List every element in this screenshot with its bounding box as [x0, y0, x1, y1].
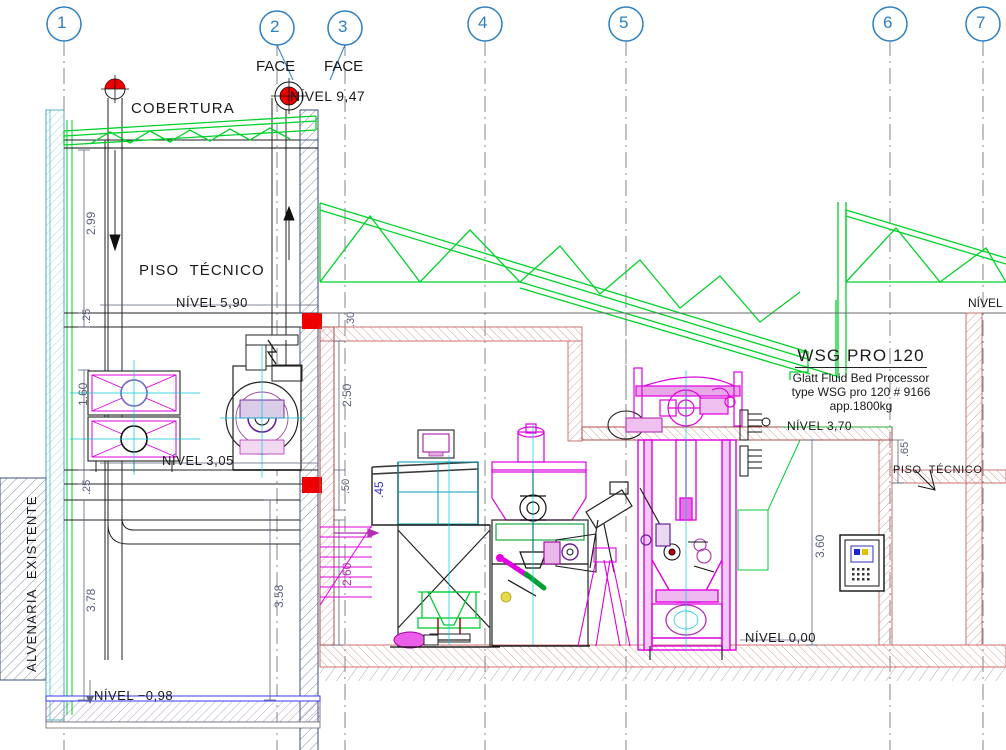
pipe-elbow: [107, 500, 300, 545]
lifter-tripod: [577, 547, 631, 647]
discharge-pump: [393, 631, 470, 649]
sloped-roof-truss: [319, 202, 837, 380]
level-label: NÍVEL: [968, 296, 1003, 310]
cobertura-roof-truss: [63, 115, 317, 146]
level-label: NÍVEL 0,00: [745, 630, 817, 645]
level-label: NÍVEL 9,47: [290, 88, 366, 104]
dimension-label: .25: [81, 308, 93, 324]
wsg-processor-upper: [633, 367, 743, 427]
dimension-label: 1.60: [76, 382, 90, 406]
dimension-label: 3.78: [84, 588, 98, 612]
blower-unit: [225, 334, 302, 471]
masonry-label: ALVENARIA EXISTENTE: [24, 495, 39, 672]
grid-bubble-label[interactable]: 7: [976, 13, 986, 32]
hopper-frame: [397, 524, 491, 648]
level-label: NÍVEL −0,98: [94, 688, 174, 703]
foundation-left: [45, 695, 321, 729]
dimension-label: .65: [899, 441, 911, 457]
grid-bubble-label[interactable]: 4: [478, 13, 488, 32]
platform-deck: [397, 461, 479, 525]
column-lifter: [585, 481, 633, 573]
dimension-label: 2.50: [340, 383, 354, 407]
level-mark-top-2: [271, 78, 307, 114]
level-leader-arrows: [86, 696, 94, 704]
equipment-center-axes: [70, 360, 200, 475]
room-label-piso-tecnico-right: PISO TÉCNICO: [893, 464, 983, 476]
equipment-note-title: WSG PRO 120: [795, 346, 927, 368]
dimension-label: 3.58: [272, 584, 286, 608]
grid2-wall: [299, 109, 319, 750]
blower-duct: [271, 340, 303, 382]
room-label-piso-tecnico: PISO TÉCNICO: [139, 262, 265, 279]
platform-railing: [371, 461, 479, 525]
level-label: NÍVEL 5,90: [176, 295, 249, 310]
dimension-label: .45: [372, 481, 386, 498]
grid-bubble-label[interactable]: 5: [619, 13, 629, 32]
dimension-label: .50: [340, 478, 352, 494]
face-label: FACE: [256, 58, 296, 75]
section-marker: [302, 313, 322, 493]
level-label: NÍVEL 3,05: [162, 453, 235, 468]
stair-arrow: [334, 528, 380, 538]
grid-bubbles: [46, 6, 1001, 81]
wsg-expansion-tank: [607, 410, 663, 440]
dimension-label: .30: [345, 311, 357, 327]
grid-bubble-label[interactable]: 2: [270, 17, 280, 36]
grid-bubble-label[interactable]: 1: [57, 13, 67, 32]
mixer-chopper-arm: [496, 554, 547, 603]
ground-hatch-bottom: [320, 667, 1006, 681]
equipment-note: WSG PRO 120 Glatt Fluid Bed Processor ty…: [775, 346, 947, 413]
dimension-label: 2.99: [84, 211, 98, 235]
level-label: NÍVEL 3,70: [787, 419, 852, 433]
grid-bubble-label[interactable]: 3: [338, 17, 348, 36]
level-mark-top-1: [101, 75, 129, 103]
left-green-riser: [66, 120, 73, 715]
wsg-manifold: [739, 409, 771, 477]
equipment-note-line: Glatt Fluid Bed Processor: [792, 371, 930, 385]
dimension-label: 3.60: [813, 534, 827, 558]
face-label: FACE: [324, 58, 364, 75]
upper-right-truss: [837, 202, 1006, 378]
airflow-arrows: [109, 150, 295, 260]
right-detail-arrow: [914, 469, 936, 491]
monitor-screen: [417, 429, 455, 459]
level-lines: [100, 304, 892, 641]
equipment-note-line: app.1800kg: [829, 399, 893, 413]
platform-stairs: [319, 524, 373, 606]
control-panel-icon: [839, 534, 885, 592]
dimension-label: .25: [81, 479, 93, 495]
wsg-mid-ports: [663, 538, 715, 573]
blower-axes: [220, 345, 305, 478]
wsg-side-panel-green: [737, 439, 801, 571]
wsg-bowl: [651, 603, 723, 647]
grid-bubble-label[interactable]: 6: [883, 13, 893, 32]
wsg-main-column: [637, 439, 737, 651]
mixer-internal-green: [495, 523, 585, 541]
wsg-spray-arm: [639, 487, 671, 547]
dimension-label: 2.60: [340, 562, 354, 586]
wsg-legs: [649, 646, 723, 660]
equipment-note-line: type WSG pro 120 # 9166: [791, 385, 931, 399]
hall-wall-outlines: [319, 326, 893, 646]
room-label-cobertura: COBERTURA: [131, 100, 235, 117]
mixer-side-motor: [543, 533, 597, 573]
dimension-lines: [78, 149, 904, 701]
